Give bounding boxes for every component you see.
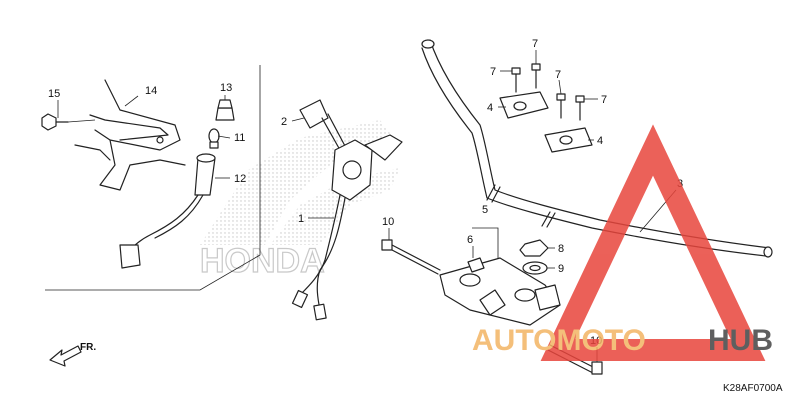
rubber-6-part [467, 257, 485, 273]
front-direction-label: FR. [80, 342, 96, 353]
callout-10a: 10 [382, 216, 394, 228]
bolt-10a-part [381, 239, 441, 275]
watermark-automoto-text: AUTOMOTO [472, 324, 646, 357]
callout-7c: 7 [555, 69, 561, 81]
callout-13: 12 [234, 173, 246, 185]
ignition-switch-part [291, 134, 403, 321]
bulb-11-part [208, 128, 220, 149]
lower-holder-5-part [439, 257, 561, 326]
bolt-7a-part [511, 67, 521, 93]
upper-holder-4a-part [499, 91, 549, 119]
callout-15: 15 [48, 88, 60, 100]
handlebar-pipe-part [421, 39, 773, 258]
watermark-triangle [540, 124, 766, 361]
bulb-14-part [215, 99, 235, 121]
callout-9: 9 [558, 263, 564, 275]
callout-6: 6 [467, 234, 473, 246]
washer-9-part [522, 261, 548, 275]
callout-12: 14 [145, 85, 157, 97]
automotohub-watermark: AUTOMOTO HUB [472, 124, 773, 361]
bolt-7d-part [575, 95, 585, 121]
callout-4a: 4 [487, 102, 493, 114]
leader-lines [57, 50, 677, 362]
callout-7b: 7 [532, 38, 538, 50]
callout-2: 2 [281, 116, 287, 128]
honda-brand-text: HONDA [200, 242, 325, 280]
callout-1: 1 [298, 213, 304, 225]
callout-8: 8 [558, 243, 564, 255]
headlight-bracket-part [74, 79, 186, 191]
section-divider [45, 65, 261, 291]
callout-14: 13 [220, 82, 232, 94]
front-direction-arrow: FR. [49, 342, 96, 367]
diagram-code: K28AF0700A [723, 383, 783, 394]
bolt-7c-part [556, 93, 566, 119]
callout-7d: 7 [601, 94, 607, 106]
bulb-socket-cable-part [119, 153, 216, 269]
callout-5: 5 [482, 204, 488, 216]
callout-7a: 7 [490, 66, 496, 78]
nut-8-part [519, 239, 549, 257]
upper-holder-4b-part [544, 127, 593, 153]
watermark-hub-text: HUB [708, 324, 773, 357]
bolt-15-part [41, 113, 69, 131]
callout-11: 11 [234, 132, 245, 144]
callout-4b: 4 [597, 135, 603, 147]
bolt-7b-part [531, 63, 541, 89]
